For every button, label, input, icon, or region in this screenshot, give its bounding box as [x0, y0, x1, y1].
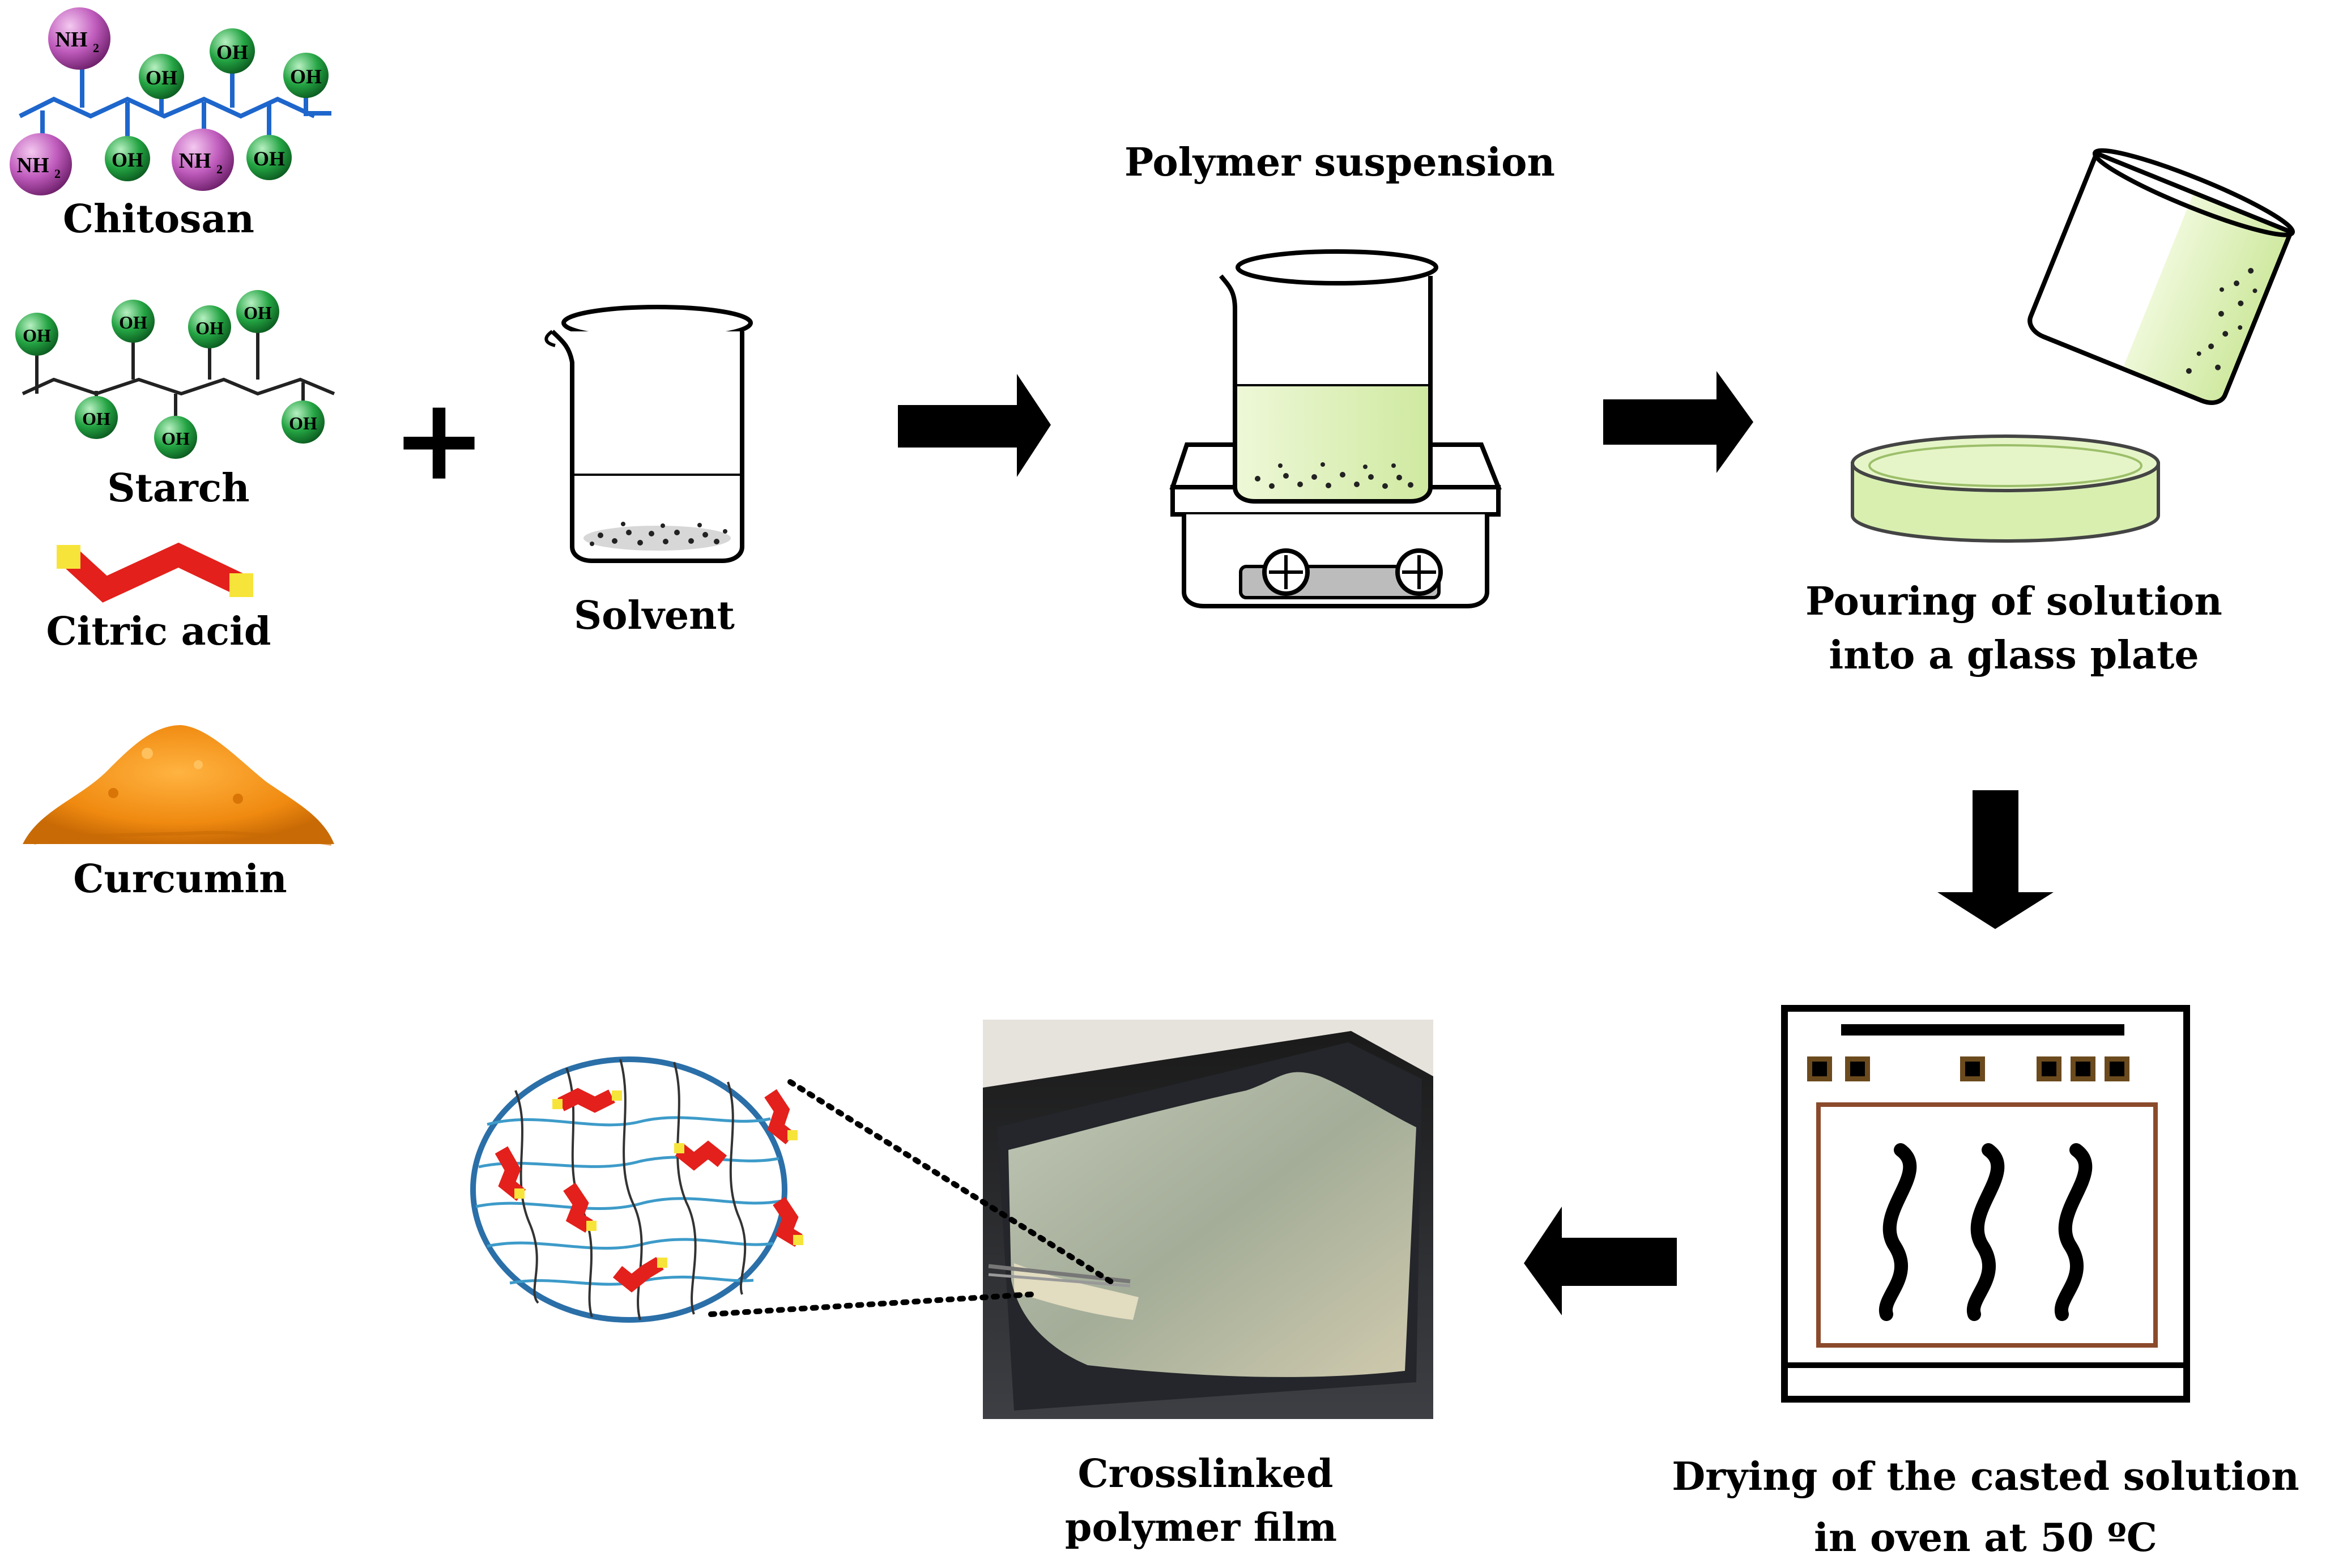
svg-text:NH: NH — [17, 154, 49, 177]
left-arrow-icon — [1524, 1207, 1677, 1315]
citric-acid-label: Citric acid — [46, 609, 271, 654]
svg-text:OH: OH — [216, 41, 248, 63]
svg-text:NH: NH — [56, 28, 88, 52]
hydroxyl-group-icon: OH — [236, 290, 279, 333]
zoom-lines — [708, 1079, 1119, 1317]
heat-wave-icon — [1879, 1143, 2093, 1321]
hydroxyl-group-icon: OH — [75, 396, 118, 439]
solvent-label: Solvent — [574, 593, 735, 638]
hydroxyl-group-icon: OH — [15, 313, 58, 356]
starch-label: Starch — [107, 466, 249, 511]
curcumin-label: Curcumin — [73, 857, 287, 902]
drying-label-line1: Drying of the casted solution — [1672, 1454, 2299, 1499]
hydroxyl-group-icon: OH — [283, 53, 329, 98]
right-arrow-icon — [898, 374, 1051, 477]
solvent-beaker-icon — [544, 305, 753, 563]
crosslinker-icon — [764, 1089, 798, 1145]
chitosan-label: Chitosan — [63, 197, 254, 242]
polymer-suspension-label: Polymer suspension — [1124, 140, 1555, 185]
starch-molecule-icon: OH OH OH OH OH OH OH — [15, 290, 335, 459]
hydroxyl-group-icon: OH — [246, 135, 292, 180]
svg-text:OH: OH — [289, 413, 317, 433]
oven-icon — [1781, 1005, 2190, 1403]
crosslinker-icon — [563, 1182, 597, 1233]
knob-icon — [1395, 548, 1443, 596]
svg-text:OH: OH — [244, 302, 272, 323]
amine-group-icon: NH 2 — [172, 129, 234, 191]
right-arrow-icon — [1603, 371, 1753, 473]
svg-text:OH: OH — [119, 312, 147, 333]
amine-group-icon: NH 2 — [10, 133, 72, 195]
svg-text:OH: OH — [253, 147, 285, 170]
svg-text:OH: OH — [290, 65, 322, 88]
svg-text:2: 2 — [93, 41, 99, 55]
suspension-beaker-icon — [1219, 249, 1438, 504]
crosslinker-icon — [773, 1196, 803, 1247]
hydroxyl-group-icon: OH — [188, 305, 231, 348]
petri-dish-icon — [1851, 434, 2160, 543]
svg-text:NH: NH — [179, 149, 211, 173]
particles-icon — [1255, 462, 1413, 489]
film-label-line2: polymer film — [1065, 1505, 1337, 1550]
crosslinker-icon — [674, 1140, 727, 1171]
crosslinker-icon — [495, 1146, 526, 1201]
oven-control-icon — [1807, 1056, 2129, 1081]
pouring-label-line2: into a glass plate — [1829, 633, 2199, 678]
crosslinked-network-icon — [470, 1056, 803, 1323]
crosslinker-icon — [612, 1256, 667, 1293]
amine-group-icon: NH 2 — [48, 7, 110, 70]
particles-icon — [583, 522, 731, 551]
chitosan-molecule-icon: NH 2 NH 2 NH 2 OH OH OH OH — [10, 7, 331, 195]
hydroxyl-group-icon: OH — [154, 416, 197, 459]
drying-label-line2: in oven at 50 ºC — [1814, 1515, 2157, 1561]
hydroxyl-group-icon: OH — [105, 136, 150, 181]
knob-icon — [1262, 548, 1310, 596]
svg-text:2: 2 — [54, 167, 61, 181]
svg-text:OH: OH — [23, 325, 51, 346]
svg-text:OH: OH — [112, 148, 143, 171]
plus-sign: + — [391, 373, 487, 506]
down-arrow-icon — [1937, 790, 2054, 929]
hydroxyl-group-icon: OH — [282, 400, 325, 444]
svg-text:2: 2 — [216, 162, 223, 176]
svg-text:OH: OH — [146, 66, 177, 89]
citric-acid-icon — [57, 542, 253, 603]
film-label-line1: Crosslinked — [1078, 1451, 1334, 1497]
crosslinker-icon — [552, 1088, 622, 1113]
svg-text:OH: OH — [195, 318, 224, 338]
hydroxyl-group-icon: OH — [139, 54, 184, 99]
hydroxyl-group-icon: OH — [112, 300, 155, 343]
svg-text:OH: OH — [82, 408, 110, 429]
svg-text:OH: OH — [161, 428, 190, 449]
pouring-label-line1: Pouring of solution — [1805, 579, 2222, 624]
tilted-beaker-icon — [2027, 148, 2295, 405]
hydroxyl-group-icon: OH — [210, 28, 255, 74]
film-photo — [983, 1020, 1433, 1419]
curcumin-powder-icon — [23, 725, 334, 846]
